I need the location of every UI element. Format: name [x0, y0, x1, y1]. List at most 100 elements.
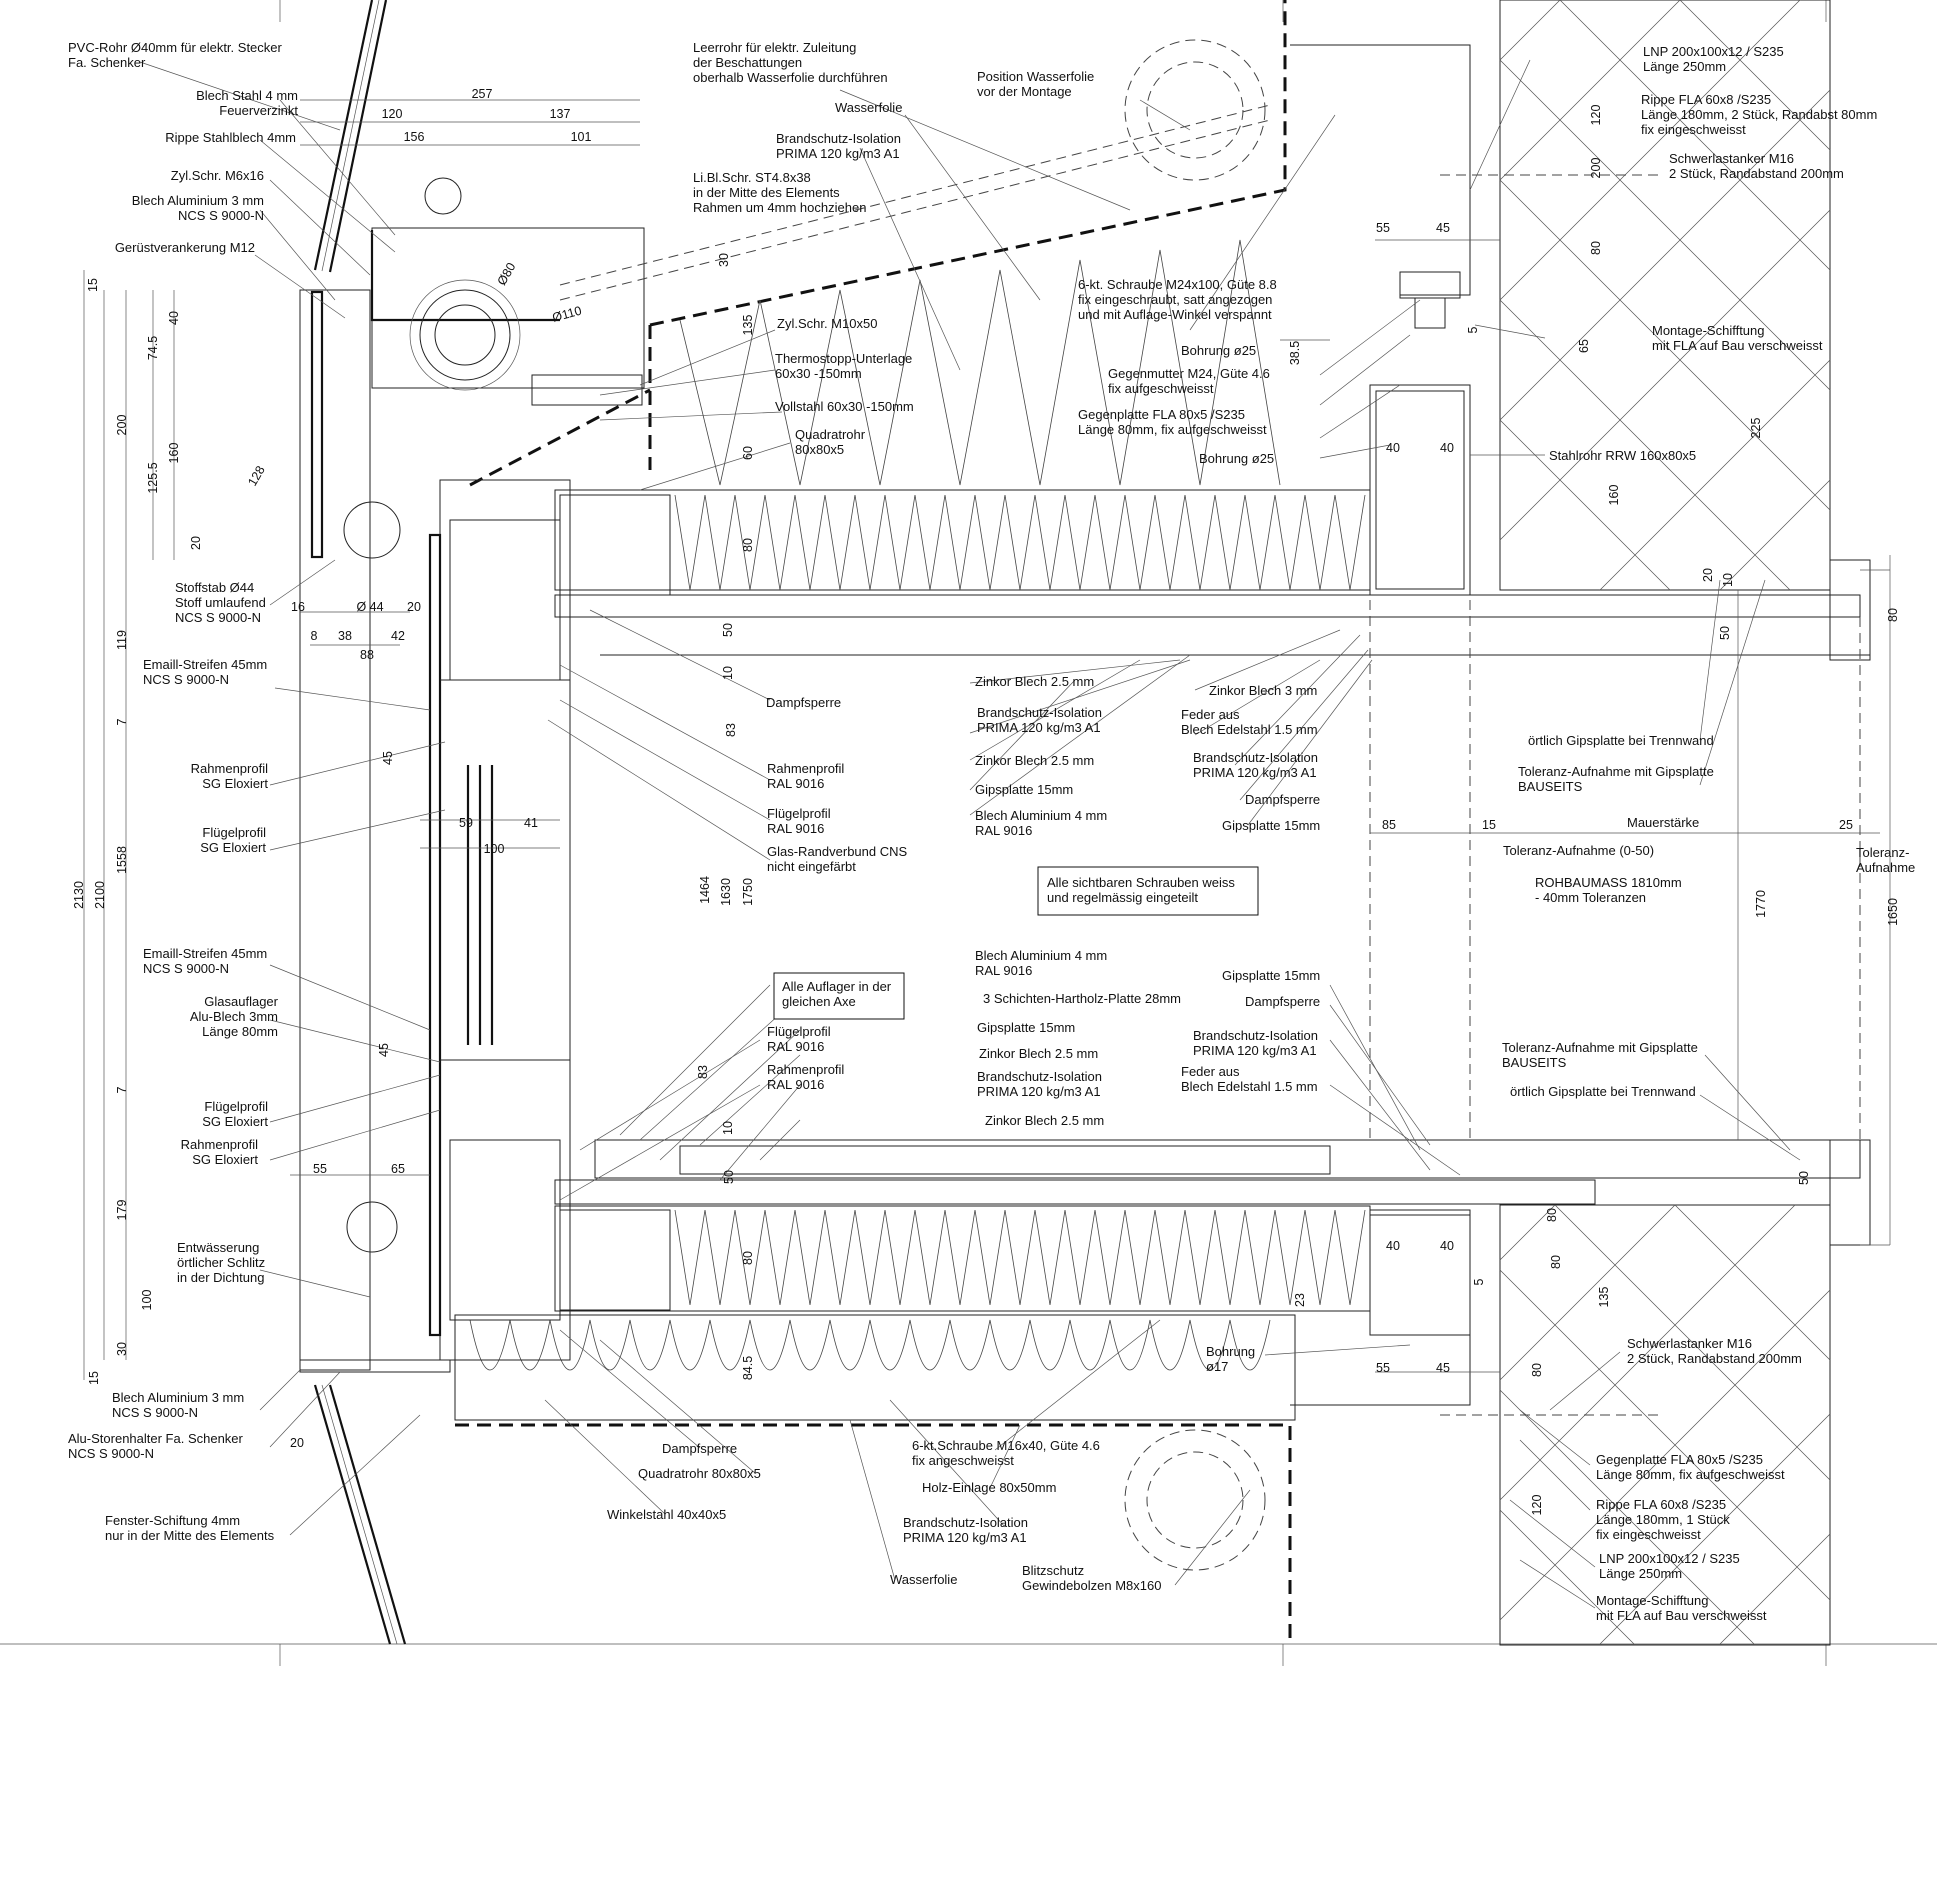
dimension-value: 100: [484, 842, 505, 856]
label-oertlich-gips-top: örtlich Gipsplatte bei Trennwand: [1528, 733, 1714, 748]
label-line: Li.Bl.Schr. ST4.8x38: [693, 170, 811, 185]
label-line: örtlich Gipsplatte bei Trennwand: [1528, 733, 1714, 748]
dimension-value: 30: [115, 1342, 129, 1356]
label-line: Vollstahl 60x30 -150mm: [775, 399, 914, 414]
label-line: Gipsplatte 15mm: [1222, 818, 1320, 833]
label-line: gleichen Axe: [782, 994, 856, 1009]
label-line: Winkelstahl 40x40x5: [607, 1507, 726, 1522]
label-mauerstaerke: Mauerstärke: [1627, 815, 1699, 830]
label-line: SG Eloxiert: [202, 776, 268, 791]
label-line: Flügelprofil: [767, 1024, 831, 1039]
label-line: Rahmenprofil: [181, 1137, 258, 1152]
label-line: Gewindebolzen M8x160: [1022, 1578, 1161, 1593]
label-line: Montage-Schifftung: [1596, 1593, 1709, 1608]
label-line: RAL 9016: [767, 1039, 824, 1054]
dimension-value: 179: [115, 1200, 129, 1221]
dimension-value: 20: [1701, 568, 1715, 582]
dimension-value: 20: [290, 1436, 304, 1450]
label-line: PVC-Rohr Ø40mm für elektr. Stecker: [68, 40, 283, 55]
label-line: Schwerlastanker M16: [1669, 151, 1794, 166]
label-line: vor der Montage: [977, 84, 1072, 99]
dimension-value: 45: [377, 1043, 391, 1057]
label-toleranz-0-50: Toleranz-Aufnahme (0-50): [1503, 843, 1654, 858]
label-wasserfolie-bottom: Wasserfolie: [890, 1572, 957, 1587]
label-line: Rahmenprofil: [191, 761, 268, 776]
label-toleranz-aufnahme: Toleranz-Aufnahme: [1856, 845, 1915, 875]
dimension-value: 7: [115, 1086, 129, 1093]
dimension-lines-left: [83, 99, 640, 1380]
label-line: fix eingeschraubt, satt angezogen: [1078, 292, 1272, 307]
label-line: Zyl.Schr. M10x50: [777, 316, 877, 331]
label-line: 6-kt.Schraube M16x40, Güte 4.6: [912, 1438, 1100, 1453]
label-geruestverankerung: Gerüstverankerung M12: [115, 240, 255, 255]
label-line: Flügelprofil: [767, 806, 831, 821]
label-line: RAL 9016: [767, 776, 824, 791]
label-line: Emaill-Streifen 45mm: [143, 946, 267, 961]
upper-floor-buildup: [554, 489, 1871, 661]
dimension-value: 38.5: [1288, 341, 1302, 365]
label-line: RAL 9016: [767, 821, 824, 836]
insulation-zigzag-lower: [674, 1209, 1366, 1306]
label-gipsplatte-mid: Gipsplatte 15mm: [975, 782, 1073, 797]
label-line: mit FLA auf Bau verschweisst: [1652, 338, 1823, 353]
insulation-loops-bottom: [454, 1314, 1296, 1644]
vertical-hidden-lines: [1369, 600, 1861, 1140]
label-line: SG Eloxiert: [200, 840, 266, 855]
label-line: Brandschutz-Isolation: [776, 131, 901, 146]
label-line: nur in der Mitte des Elements: [105, 1528, 275, 1543]
label-stahlrohr-rrw: Stahlrohr RRW 160x80x5: [1549, 448, 1696, 463]
label-oertlich-gips-low: örtlich Gipsplatte bei Trennwand: [1510, 1084, 1696, 1099]
label-line: Gegenplatte FLA 80x5 /S235: [1078, 407, 1245, 422]
dimension-value: 120: [1530, 1495, 1544, 1516]
dimension-value: 45: [1436, 1361, 1450, 1375]
label-line: Glasauflager: [204, 994, 278, 1009]
dimension-value: Ø110: [551, 304, 583, 325]
dimension-value: 41: [524, 816, 538, 830]
label-gipsplatte-low: Gipsplatte 15mm: [977, 1020, 1075, 1035]
label-line: Blech Aluminium 4 mm: [975, 808, 1107, 823]
label-line: Brandschutz-Isolation: [977, 1069, 1102, 1084]
label-line: der Beschattungen: [693, 55, 802, 70]
label-line: RAL 9016: [975, 963, 1032, 978]
window-frame-column: [299, 289, 571, 1373]
auflager-note-box: [773, 972, 905, 1020]
dimension-value: Ø80: [495, 260, 519, 288]
label-line: LNP 200x100x12 / S235: [1643, 44, 1784, 59]
label-line: PRIMA 120 kg/m3 A1: [903, 1530, 1027, 1545]
label-line: Quadratrohr 80x80x5: [638, 1466, 761, 1481]
label-line: Rippe FLA 60x8 /S235: [1596, 1497, 1726, 1512]
leader-lines: [139, 59, 1801, 1609]
label-line: Flügelprofil: [202, 825, 266, 840]
label-line: Toleranz-: [1856, 845, 1909, 860]
label-zinkor-mid-2: Zinkor Blech 2.5 mm: [975, 753, 1094, 768]
label-line: ROHBAUMASS 1810mm: [1535, 875, 1682, 890]
label-line: fix eingeschweisst: [1641, 122, 1746, 137]
dimension-value: 25: [1839, 818, 1853, 832]
dimension-value: 5: [1466, 326, 1480, 333]
label-line: Länge 250mm: [1643, 59, 1726, 74]
label-line: Zinkor Blech 2.5 mm: [979, 1046, 1098, 1061]
label-line: Alu-Storenhalter Fa. Schenker: [68, 1431, 244, 1446]
dimension-value: 200: [115, 415, 129, 436]
label-line: Blech Aluminium 4 mm: [975, 948, 1107, 963]
label-line: RAL 9016: [975, 823, 1032, 838]
sunshade-housing: [370, 177, 645, 406]
dimension-value: 15: [1482, 818, 1496, 832]
